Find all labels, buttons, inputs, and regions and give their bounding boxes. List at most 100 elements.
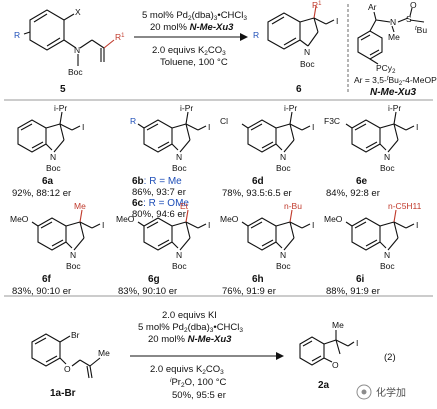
bottom-condition-5: iPr2O, 100 °C (170, 377, 227, 389)
product-n-label: N (304, 47, 310, 57)
iodide-label: I (416, 122, 418, 132)
bottom-me-label: Me (98, 348, 110, 358)
ligand-ar-label: Ar (368, 2, 377, 12)
ligand-o-label: O (410, 0, 417, 10)
watermark-logo-dot (361, 389, 367, 395)
result-6i: 88%, 91:9 er (326, 286, 380, 297)
ring-substituent-label: R (130, 116, 136, 126)
ligand-ar-definition: Ar = 3,5-tBu2-4-MeOPh (354, 75, 437, 87)
iodide-label: I (102, 220, 104, 230)
result-6f: 83%, 90:10 er (12, 286, 71, 297)
ring-substituent-label: MeO (324, 214, 343, 224)
iodide-label: I (416, 220, 418, 230)
nitrogen-label: N (384, 250, 390, 260)
reactant-boc-label: Boc (68, 67, 83, 77)
bottom-br-label: Br (71, 330, 80, 340)
boc-label: Boc (46, 163, 61, 173)
product-boc-label: Boc (300, 59, 315, 69)
nitrogen-label: N (384, 152, 390, 162)
ligand-structure (357, 7, 425, 65)
reactant-5-label: 5 (60, 84, 66, 95)
compound-label-6c: 6c: R = OMe (132, 198, 189, 209)
quaternary-substituent-label: i-Pr (388, 103, 401, 113)
bottom-condition-3: 20 mol% N-Me-Xu3 (148, 334, 232, 345)
reactant-r1-label: R1 (115, 32, 125, 42)
watermark-text: 化学加 (376, 386, 406, 399)
compound-label-6e: 6e (356, 176, 368, 187)
ring-substituent-label: MeO (10, 214, 29, 224)
quaternary-substituent-label: i-Pr (54, 103, 67, 113)
reactant-5-structure (23, 9, 115, 66)
nitrogen-label: N (280, 250, 286, 260)
ligand-s-label: S (406, 14, 412, 24)
benzene-ring (143, 217, 173, 251)
boc-label: Boc (66, 261, 81, 271)
result-6c: 80%, 94:6 er (132, 209, 186, 220)
watermark: 化学加 (356, 384, 406, 400)
arrowhead-bottom (276, 352, 284, 360)
ring-substituent-label: MeO (220, 214, 239, 224)
bottom-condition-6: 50%, 95:5 er (172, 390, 226, 401)
bottom-reactant-label: 1a-Br (50, 388, 76, 399)
compound-label-6d: 6d (252, 176, 264, 187)
compound-label-6h: 6h (252, 274, 264, 285)
benzene-ring (17, 119, 47, 153)
benzene-ring (143, 119, 173, 153)
condition-line-2: 20 mol% N-Me-Xu3 (150, 22, 234, 33)
bottom-condition-4: 2.0 equivs K2CO3 (150, 364, 224, 376)
reactant-r-label: R (14, 30, 20, 40)
ligand-pcy2-label: PCy2 (376, 63, 396, 75)
watermark-logo-icon (356, 384, 372, 400)
quaternary-substituent-label: i-Pr (180, 103, 193, 113)
benzene-ring (247, 217, 277, 251)
result-6b: 86%, 93:7 er (132, 187, 186, 198)
condition-line-1: 5 mol% Pd2(dba)3•CHCl3 (142, 10, 247, 22)
bottom-condition-2: 5 mol% Pd2(dba)3•CHCl3 (138, 322, 243, 334)
ligand-name-label: N-Me-Xu3 (370, 87, 417, 98)
arrowhead-top (240, 33, 248, 41)
product-6-label: 6 (296, 84, 302, 95)
result-6d: 78%, 93.5:6.5 er (222, 188, 292, 199)
bottom-o-label: O (64, 364, 71, 374)
bottom-product-o-label: O (332, 360, 339, 370)
benzene-ring (351, 119, 381, 153)
quaternary-substituent-label: Et (180, 201, 189, 211)
nitrogen-label: N (70, 250, 76, 260)
compound-label-6i: 6i (356, 274, 365, 285)
bottom-reactant-structure (31, 333, 101, 379)
nitrogen-label: N (280, 152, 286, 162)
boc-label: Boc (276, 163, 291, 173)
product-i-label: I (336, 16, 338, 26)
boc-label: Boc (172, 163, 187, 173)
result-6h: 76%, 91:9 er (222, 286, 276, 297)
iodide-label: I (312, 220, 314, 230)
bottom-condition-1: 2.0 equivs KI (162, 310, 217, 321)
bottom-product-structure (299, 330, 355, 366)
bottom-product-label: 2a (318, 380, 330, 391)
compound-label-6f: 6f (42, 274, 52, 285)
ligand-me-label: Me (388, 32, 400, 42)
quaternary-substituent-label: n-Bu (284, 201, 302, 211)
ring-substituent-label: F3C (324, 116, 340, 126)
boc-label: Boc (172, 261, 187, 271)
benzene-ring (247, 119, 277, 153)
condition-line-3: 2.0 equivs K2CO3 (152, 45, 226, 57)
nitrogen-label: N (50, 152, 56, 162)
compound-label-6a: 6a (42, 176, 54, 187)
ring-substituent-label: MeO (116, 214, 135, 224)
boc-label: Boc (380, 261, 395, 271)
quaternary-substituent-label: i-Pr (284, 103, 297, 113)
boc-label: Boc (276, 261, 291, 271)
iodide-label: I (312, 122, 314, 132)
reactant-n-label: N (74, 45, 80, 55)
condition-line-4: Toluene, 100 °C (160, 57, 228, 68)
benzene-ring (37, 217, 67, 251)
